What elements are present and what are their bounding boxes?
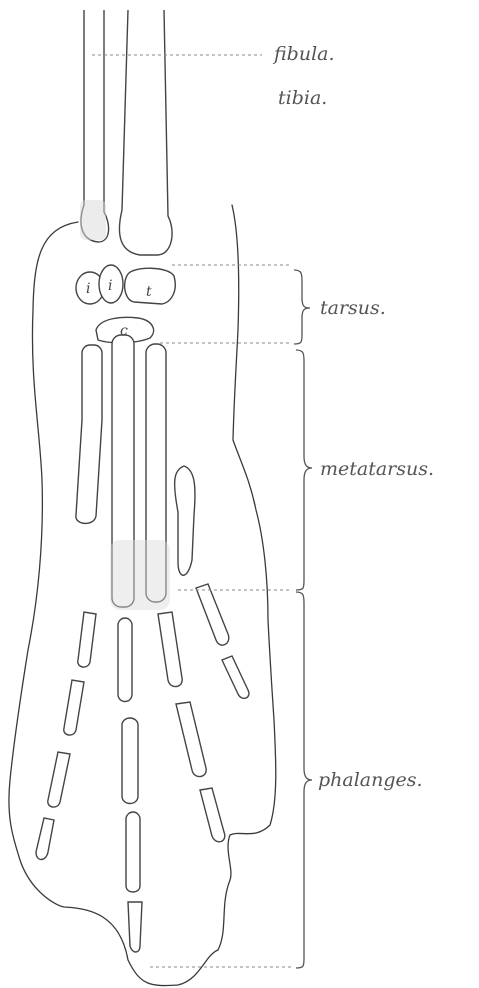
brace-phalanges — [296, 592, 312, 968]
label-fibula: fibula. — [272, 43, 335, 65]
phalanx-d3-3 — [200, 788, 225, 842]
phalanx-d2-4 — [128, 902, 142, 952]
phalanx-d3-1 — [158, 612, 182, 687]
phalanx-d1-4 — [36, 818, 54, 860]
tibia-bone — [119, 10, 172, 255]
tarsal-letter-center: i — [108, 278, 112, 294]
metatarsal-4 — [175, 466, 195, 575]
tarsal-letter-right: t — [146, 284, 152, 300]
fibula-shade — [80, 200, 106, 240]
label-metatarsus: metatarsus. — [320, 458, 434, 480]
phalanx-d1-1 — [78, 612, 96, 667]
label-tibia: tibia. — [278, 87, 327, 109]
phalanx-d4-2 — [222, 656, 249, 698]
phalanx-d1-3 — [48, 752, 70, 807]
phalanx-d1-2 — [64, 680, 84, 735]
label-tarsus: tarsus. — [320, 297, 386, 319]
metatarsal-1 — [82, 345, 102, 427]
label-phalanges: phalanges. — [318, 769, 423, 791]
foot-outline-right — [218, 205, 276, 950]
tarsal-letter-left: i — [86, 281, 90, 297]
phalanx-d4-1 — [196, 584, 229, 645]
brace-metatarsus — [296, 350, 312, 590]
phalanx-d2-1 — [118, 618, 132, 702]
metatarsal-1-lower — [76, 420, 102, 523]
phalanx-d3-2 — [176, 702, 206, 777]
phalanx-d2-3 — [126, 812, 140, 892]
phalanx-d2-2 — [122, 718, 138, 804]
metatarsal-shade — [110, 540, 170, 610]
brace-tarsus — [294, 270, 310, 344]
